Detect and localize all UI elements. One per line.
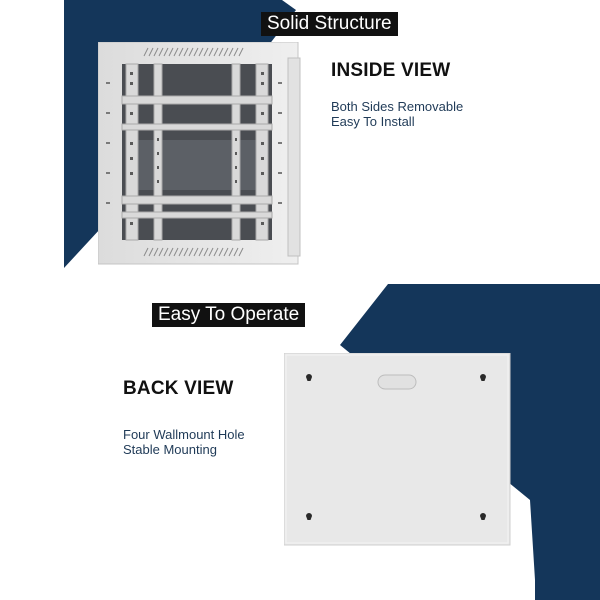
back-view-line-1: Four Wallmount Hole bbox=[123, 427, 245, 442]
inside-view-description: Both Sides Removable Easy To Install bbox=[331, 99, 463, 129]
inside-view-line-2: Easy To Install bbox=[331, 114, 415, 129]
cabinet-inside-view-image bbox=[98, 42, 301, 265]
easy-to-operate-banner: Easy To Operate bbox=[152, 303, 306, 327]
back-view-heading: BACK VIEW bbox=[123, 378, 234, 399]
cabinet-back-panel-image bbox=[284, 353, 511, 546]
solid-structure-banner: Solid Structure bbox=[261, 12, 398, 36]
inside-view-heading: INSIDE VIEW bbox=[331, 60, 451, 81]
back-view-description: Four Wallmount Hole Stable Mounting bbox=[123, 427, 245, 457]
inside-view-line-1: Both Sides Removable bbox=[331, 99, 464, 114]
back-view-line-2: Stable Mounting bbox=[123, 442, 217, 457]
